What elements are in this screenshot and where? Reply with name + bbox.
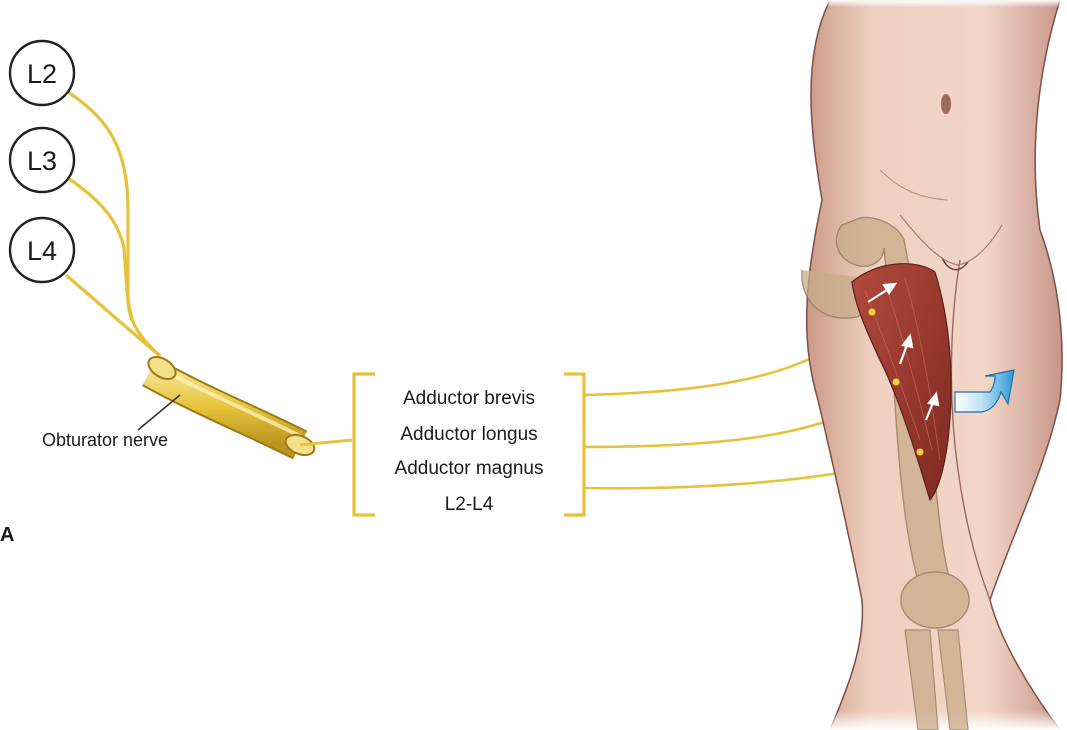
- root-l4: L4: [10, 218, 74, 282]
- nerve-label: Obturator nerve: [42, 430, 168, 450]
- root-l2-label: L2: [27, 59, 57, 89]
- muscle-adductor-longus: Adductor longus: [400, 424, 537, 445]
- obturator-nerve-tube: [145, 352, 352, 459]
- motor-point-brevis: [869, 309, 876, 316]
- motor-point-longus: [893, 379, 900, 386]
- leg-illustration: [790, 0, 1067, 730]
- muscle-adductor-magnus: Adductor magnus: [395, 458, 544, 479]
- root-l2: L2: [10, 41, 74, 105]
- nerve-leader-line: [138, 395, 180, 430]
- muscle-adductor-brevis: Adductor brevis: [403, 388, 535, 409]
- nerve-roots: [66, 92, 160, 356]
- segment-range: L2-L4: [445, 494, 494, 515]
- navel: [941, 94, 951, 114]
- root-l4-label: L4: [27, 236, 57, 266]
- motor-point-magnus: [917, 449, 924, 456]
- root-l3: L3: [10, 128, 74, 192]
- panel-letter: A: [0, 524, 14, 546]
- root-l3-label: L3: [27, 146, 57, 176]
